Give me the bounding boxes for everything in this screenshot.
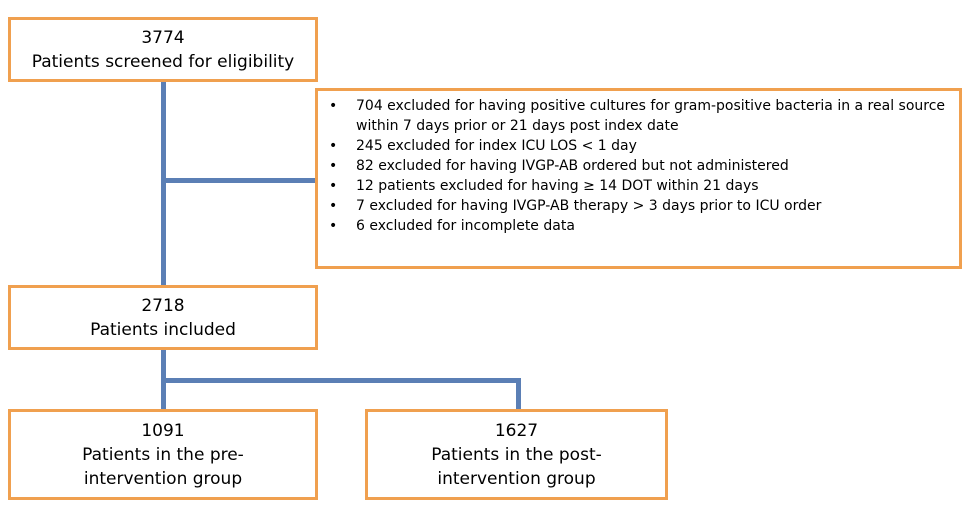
- included-box: 2718 Patients included: [8, 285, 318, 350]
- exclusion-list: • 704 excluded for having positive cultu…: [326, 96, 951, 236]
- exclusion-item: • 82 excluded for having IVGP-AB ordered…: [326, 156, 951, 176]
- pre-label-line2: intervention group: [83, 468, 243, 489]
- exclusion-box: • 704 excluded for having positive cultu…: [315, 88, 962, 269]
- post-label-line2: intervention group: [437, 468, 596, 489]
- exclusion-item: • 6 excluded for incomplete data: [326, 216, 951, 236]
- post-label-line1: Patients in the post-: [431, 444, 602, 465]
- bullet-icon: •: [329, 158, 338, 174]
- bullet-icon: •: [329, 178, 338, 194]
- screened-box: 3774 Patients screened for eligibility: [8, 17, 318, 82]
- screened-count: 3774: [141, 27, 185, 48]
- exclusion-text: 82 excluded for having IVGP-AB ordered b…: [356, 158, 789, 174]
- pre-intervention-box: 1091 Patients in the pre- intervention g…: [8, 409, 318, 500]
- bullet-icon: •: [329, 198, 338, 214]
- connector-branch-horizontal: [161, 378, 521, 383]
- exclusion-text: 245 excluded for index ICU LOS < 1 day: [356, 138, 637, 154]
- screened-label: Patients screened for eligibility: [31, 51, 295, 72]
- exclusion-text: 704 excluded for having positive culture…: [356, 98, 946, 134]
- pre-count: 1091: [141, 420, 185, 441]
- bullet-icon: •: [329, 218, 338, 234]
- post-intervention-box: 1627 Patients in the post- intervention …: [365, 409, 668, 500]
- connector-screened-to-included: [161, 80, 166, 286]
- exclusion-item: • 704 excluded for having positive cultu…: [326, 96, 951, 136]
- connector-to-post: [516, 378, 521, 410]
- included-label: Patients included: [90, 319, 236, 340]
- connector-to-exclusions: [161, 178, 317, 183]
- exclusion-item: • 245 excluded for index ICU LOS < 1 day: [326, 136, 951, 156]
- included-count: 2718: [141, 295, 185, 316]
- bullet-icon: •: [329, 138, 338, 154]
- exclusion-text: 7 excluded for having IVGP-AB therapy > …: [356, 198, 822, 214]
- pre-label-line1: Patients in the pre-: [82, 444, 244, 465]
- exclusion-item: • 12 patients excluded for having ≥ 14 D…: [326, 176, 951, 196]
- post-count: 1627: [494, 420, 539, 441]
- exclusion-item: • 7 excluded for having IVGP-AB therapy …: [326, 196, 951, 216]
- bullet-icon: •: [329, 98, 338, 114]
- exclusion-text: 12 patients excluded for having ≥ 14 DOT…: [356, 178, 759, 194]
- exclusion-text: 6 excluded for incomplete data: [356, 218, 575, 234]
